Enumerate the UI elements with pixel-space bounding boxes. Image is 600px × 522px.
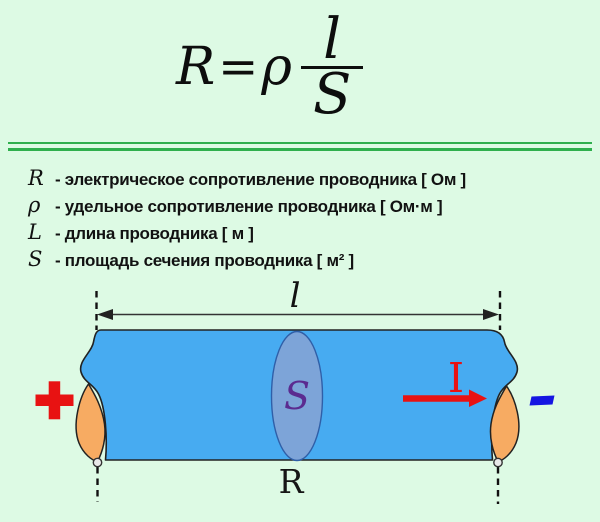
conductor-diagram: l S I R [35, 276, 555, 504]
terminal-node-right [493, 457, 503, 468]
definition-row-area: S - площадь сечения проводника [ м² ] [28, 247, 466, 274]
current-arrow-head [469, 389, 487, 407]
definition-symbol: L [28, 220, 42, 244]
definition-symbol: S [28, 247, 43, 271]
definitions-list: R - электрическое сопротивление проводни… [28, 166, 466, 274]
separator-line-top [8, 142, 592, 144]
fraction-bar [300, 65, 364, 69]
resistance-label: R [279, 462, 305, 501]
formula-lhs: R [176, 37, 216, 98]
formula-denominator: S [312, 61, 352, 127]
dimension-arrowhead-right [483, 309, 499, 320]
definition-symbol: R [28, 166, 44, 190]
terminal-node-left [92, 457, 103, 468]
definition-text: - площадь сечения проводника [ м² ] [55, 251, 354, 270]
formula-equals: = [218, 39, 259, 96]
current-label: I [448, 354, 464, 402]
definition-row-resistance: R - электрическое сопротивление проводни… [28, 166, 466, 193]
formula-numerator: l [323, 7, 342, 72]
definition-text: - удельное сопротивление проводника [ Ом… [55, 197, 443, 216]
resistance-formula: R = ρ l S [176, 7, 364, 127]
dimension-arrowhead-left [97, 309, 113, 320]
cross-section-label: S [284, 374, 310, 418]
plus-icon [35, 381, 74, 420]
definition-row-length: L - длина проводника [ м ] [28, 220, 466, 247]
formula-fraction: l S [300, 7, 364, 127]
separator-line-bottom [8, 147, 592, 151]
minus-icon [529, 395, 555, 406]
length-label: l [290, 276, 301, 316]
definition-symbol: ρ [28, 193, 41, 217]
definition-text: - электрическое сопротивление проводника… [55, 170, 466, 189]
definition-text: - длина проводника [ м ] [55, 224, 254, 243]
cross-section-ellipse [270, 330, 324, 462]
separator-lines [8, 142, 592, 151]
formula-coefficient-rho: ρ [261, 37, 292, 98]
definition-row-resistivity: ρ - удельное сопротивление проводника [ … [28, 193, 466, 220]
